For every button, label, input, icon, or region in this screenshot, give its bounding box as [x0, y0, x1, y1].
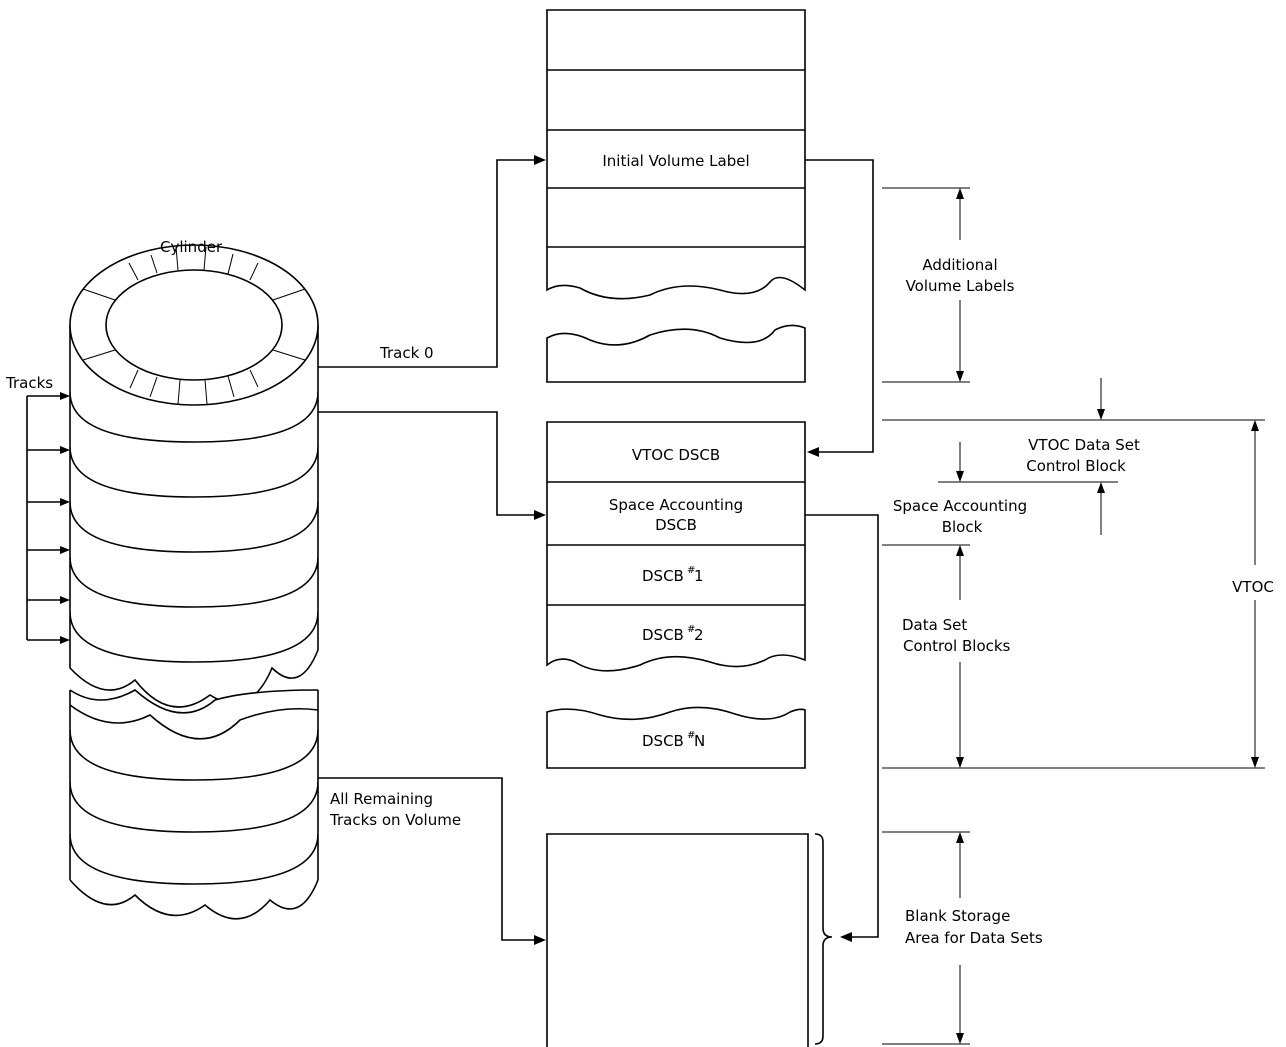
cylinder-label: Cylinder: [160, 238, 223, 256]
additional-label-1: Additional: [922, 256, 997, 274]
dscb2-number: 2: [694, 626, 704, 644]
blank-storage-label-2: Area for Data Sets: [905, 929, 1043, 947]
all-remaining-label-1: All Remaining: [330, 790, 433, 808]
dscb1-label: DSCB: [642, 567, 684, 585]
blank-storage-track: [547, 834, 832, 1047]
blank-storage-label-1: Blank Storage: [905, 907, 1010, 925]
space-acct-block-label-1: Space Accounting: [893, 497, 1027, 515]
dscbn-label: DSCB: [642, 732, 684, 750]
space-acct-block-label-2: Block: [942, 518, 983, 536]
vtoc-dscb-label: VTOC DSCB: [632, 446, 720, 464]
space-acct-dscb-label-1: Space Accounting: [609, 496, 743, 514]
track0-label: Track 0: [379, 344, 434, 362]
data-set-label-2: Control Blocks: [903, 637, 1011, 655]
dscb2-label: DSCB: [642, 626, 684, 644]
dscb1-number: 1: [694, 567, 704, 585]
vtoc-dscb-block-label-1: VTOC Data Set: [1028, 436, 1140, 454]
initial-volume-label: Initial Volume Label: [602, 152, 749, 170]
additional-label-2: Volume Labels: [906, 277, 1015, 295]
data-set-label-1: Data Set: [902, 616, 967, 634]
disk-cylinder-lower-icon: [70, 680, 318, 940]
dscbn-number: N: [694, 732, 705, 750]
track0-connector: [318, 155, 546, 520]
vtoc-track: [547, 422, 805, 768]
disk-cylinder-icon: [70, 245, 318, 740]
all-remaining-label-2: Tracks on Volume: [329, 811, 461, 829]
space-acct-pointer: [805, 515, 878, 942]
tracks-label: Tracks: [5, 374, 53, 392]
vtoc-label: VTOC: [1232, 578, 1274, 596]
vtoc-dscb-block-label-2: Control Block: [1026, 457, 1126, 475]
vtoc-pointer: [805, 160, 873, 457]
tracks-arrows: [27, 392, 70, 644]
space-acct-dscb-label-2: DSCB: [655, 516, 697, 534]
volume-label-track: [547, 10, 805, 382]
